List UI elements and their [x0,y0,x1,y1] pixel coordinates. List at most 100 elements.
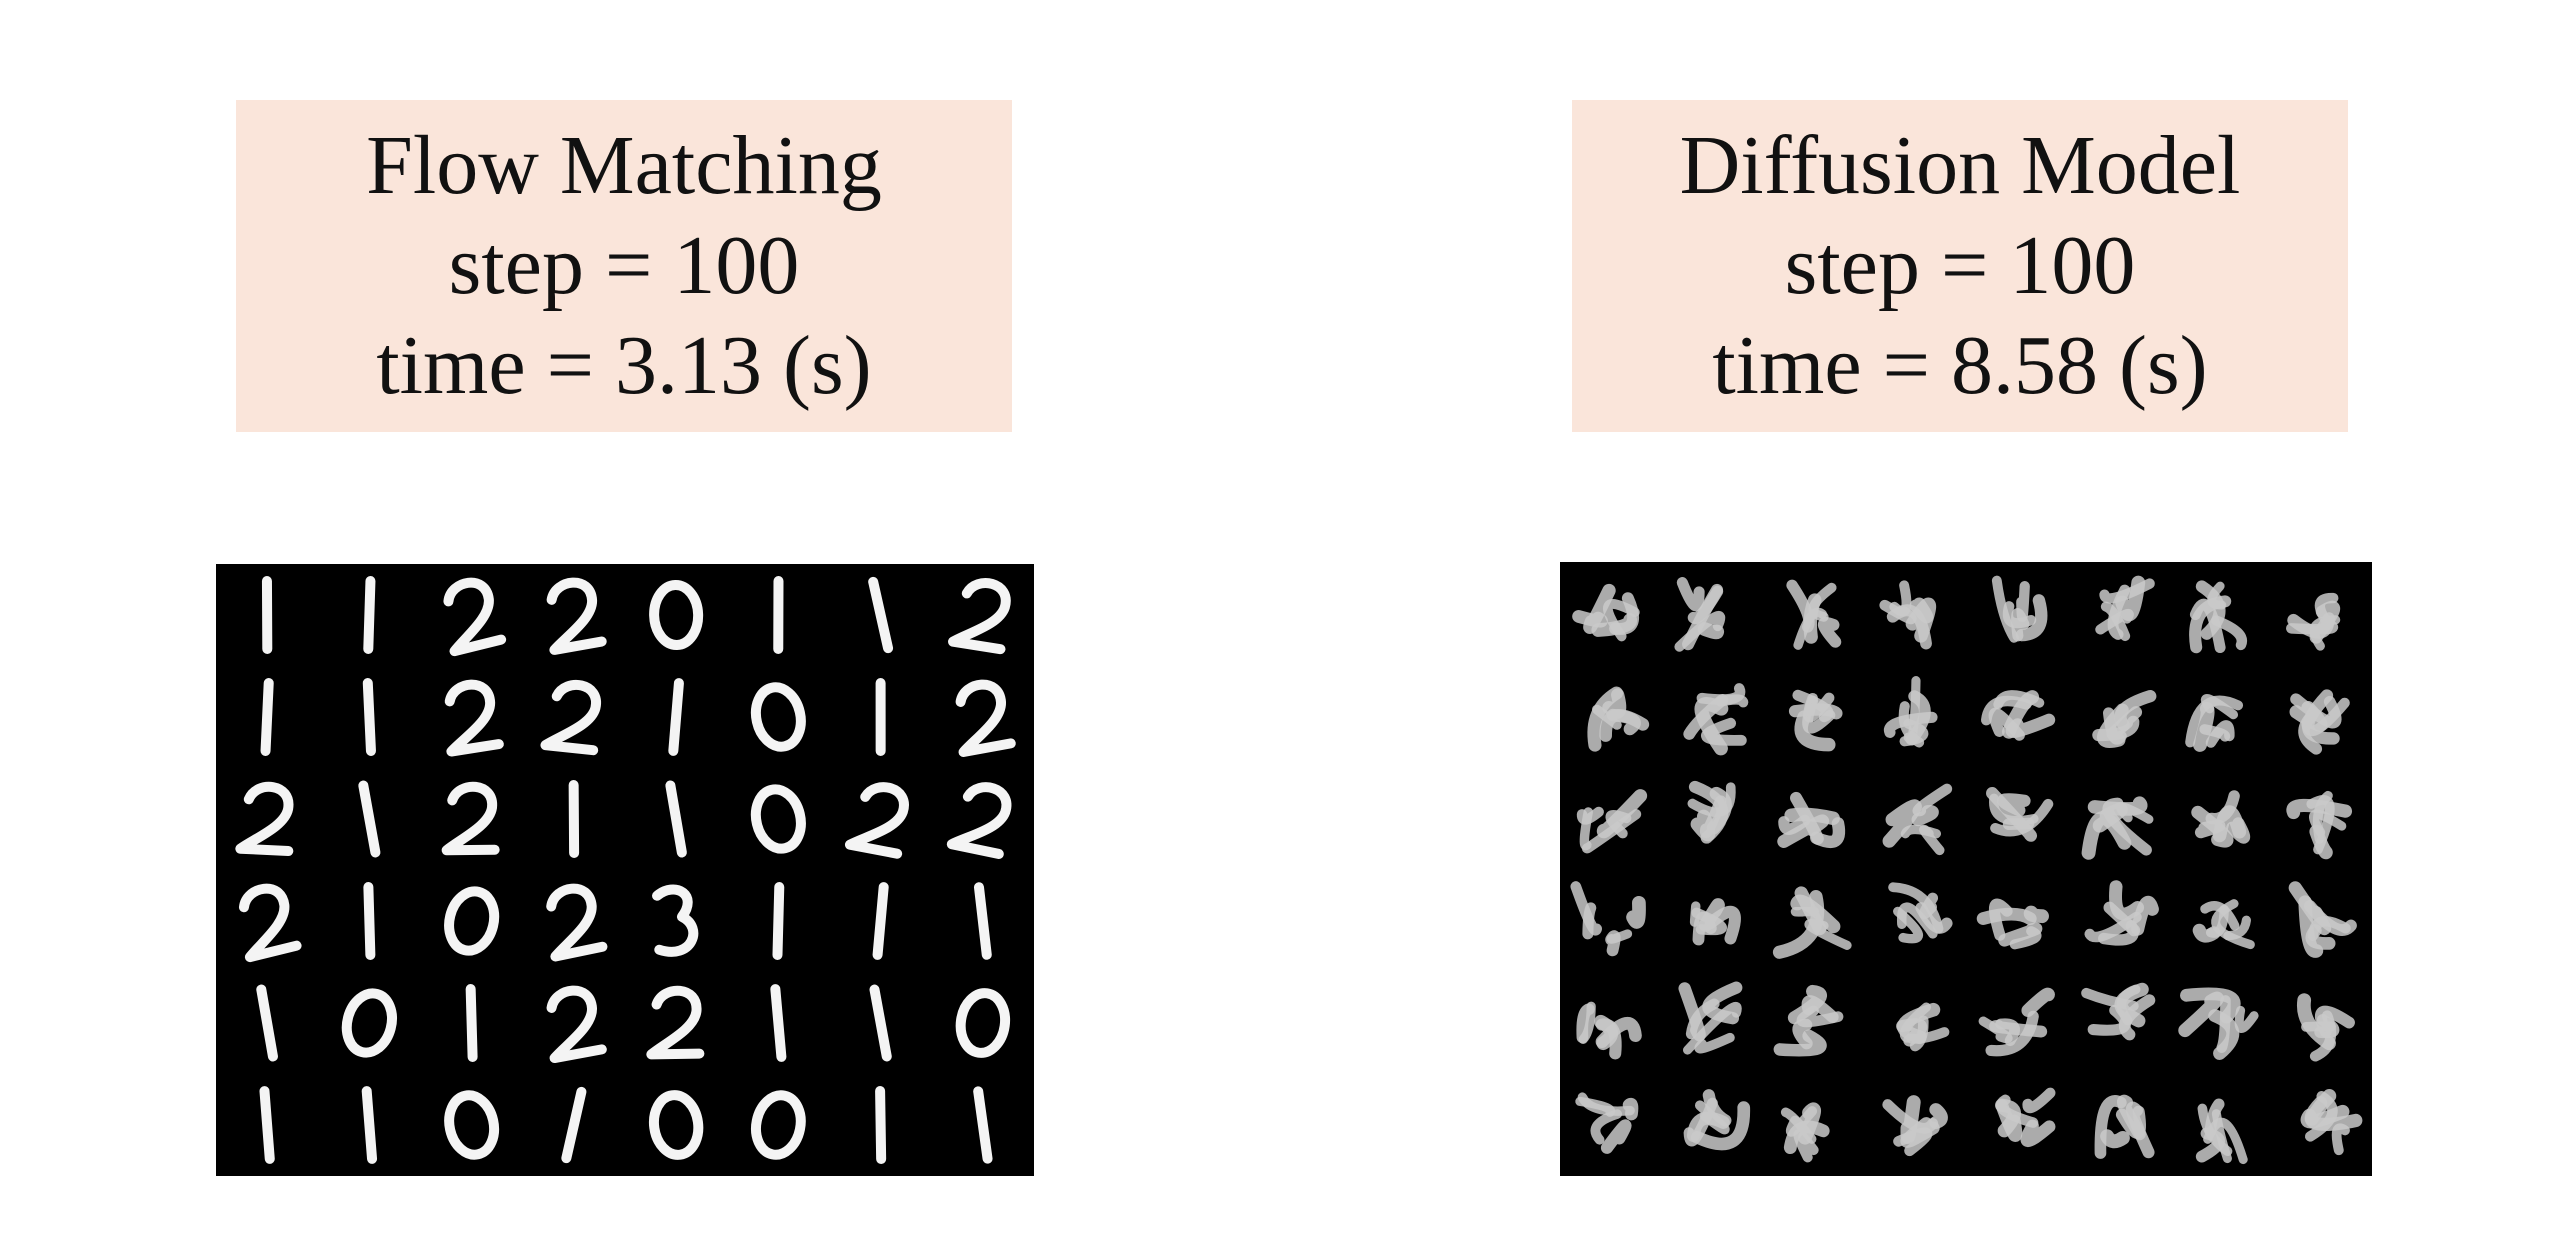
noisy-sample [1995,1087,2056,1148]
digit-sample [363,882,376,960]
noisy-sample [2094,1094,2155,1159]
digit-sample [546,883,608,962]
digit-sample [561,1086,587,1164]
diffusion-model-label-box: Diffusion Model step = 100 time = 8.58 (… [1572,100,2348,432]
digit-sample [772,882,785,960]
noisy-sample [2081,796,2154,860]
digit-sample [646,985,705,1060]
noisy-sample [2084,880,2159,946]
digit-sample [648,1090,704,1160]
noisy-sample [1587,686,1650,752]
flow-matching-panel: Flow Matching step = 100 time = 3.13 (s) [216,100,1034,1176]
digit-sample [361,1086,378,1164]
digit-sample [540,679,601,756]
digit-sample [256,984,278,1062]
step-count: step = 100 [1784,219,2136,312]
noisy-sample [1978,987,2055,1057]
digit-sample [546,985,607,1064]
flow-matching-samples-grid [216,564,1034,1176]
digit-sample [750,682,806,752]
digit-sample [948,578,1011,655]
noisy-sample [1991,575,2048,643]
digit-sample [444,1090,500,1160]
noisy-sample [1888,882,1953,944]
noisy-sample [1575,1092,1639,1154]
digit-sample [868,576,894,654]
sampling-time: time = 3.13 (s) [376,319,872,412]
noisy-sample [1780,1102,1830,1163]
noisy-sample [2289,689,2350,755]
digit-sample [649,580,704,650]
method-title: Diffusion Model [1679,119,2241,212]
digit-sample [443,577,507,657]
step-count: step = 100 [448,219,800,312]
noisy-sample [1773,984,1844,1057]
noisy-sample [1882,783,1953,856]
noisy-sample [1674,577,1726,652]
digit-sample [875,1086,887,1164]
noisy-sample [2195,1098,2248,1165]
digit-sample [362,678,376,756]
digit-sample [869,984,892,1062]
noisy-sample [2300,1089,2363,1156]
noisy-sample [2081,982,2156,1041]
noisy-sample [1683,1089,1751,1151]
noisy-sample [2286,592,2341,651]
noisy-sample [1777,791,1846,849]
noisy-sample [1689,898,1741,946]
noisy-sample [1576,789,1648,854]
digit-sample [946,782,1012,859]
noisy-sample [2288,881,2357,958]
noisy-sample [2095,575,2155,642]
digit-sample [444,886,500,956]
noisy-sample [1976,898,2049,950]
diffusion-model-panel: Diffusion Model step = 100 time = 8.58 (… [1280,0,2560,1238]
noisy-sample [2189,580,2247,654]
digit-sample [444,679,504,757]
noisy-sample [2192,899,2255,950]
noisy-sample [1683,683,1749,756]
digit-sample [665,780,687,858]
digit-sample [770,984,787,1062]
digit-sample [363,576,376,654]
noisy-sample [1896,1002,1950,1052]
noisy-sample [1678,981,1743,1055]
digit-sample [441,781,500,856]
digit-sample [546,577,607,655]
digit-sample [668,678,684,756]
digit-sample [751,1090,806,1160]
digit-sample [750,784,806,854]
digit-sample [872,882,889,960]
noisy-sample [1572,583,1640,642]
digit-sample [465,984,478,1062]
diffusion-model-samples-grid [1560,562,2372,1176]
digit-sample [238,883,302,963]
noisy-sample [2185,694,2244,752]
noisy-sample [1786,579,1842,650]
digit-sample [259,1086,275,1164]
digit-sample [955,988,1011,1058]
sampling-time: time = 8.58 (s) [1712,319,2208,412]
noisy-sample [1576,1001,1642,1060]
noisy-sample [2178,987,2259,1060]
digit-sample [844,782,909,859]
digit-sample [955,679,1016,758]
method-title: Flow Matching [366,119,882,212]
digit-sample [358,780,381,858]
noisy-sample [1883,676,1938,748]
noisy-sample [2191,790,2251,848]
digit-sample [341,988,397,1058]
noisy-sample [1788,689,1843,752]
noisy-sample [1687,780,1736,844]
noisy-sample [2092,690,2157,748]
digit-sample [260,678,274,756]
noisy-sample [1879,580,1937,650]
noisy-sample [1980,690,2056,741]
noisy-sample [1570,881,1646,957]
noisy-sample [2286,790,2353,860]
digit-sample [973,1086,993,1164]
digit-sample [652,884,699,957]
noisy-sample [2296,993,2355,1062]
noisy-sample [1986,787,2054,842]
digit-sample [235,781,294,857]
